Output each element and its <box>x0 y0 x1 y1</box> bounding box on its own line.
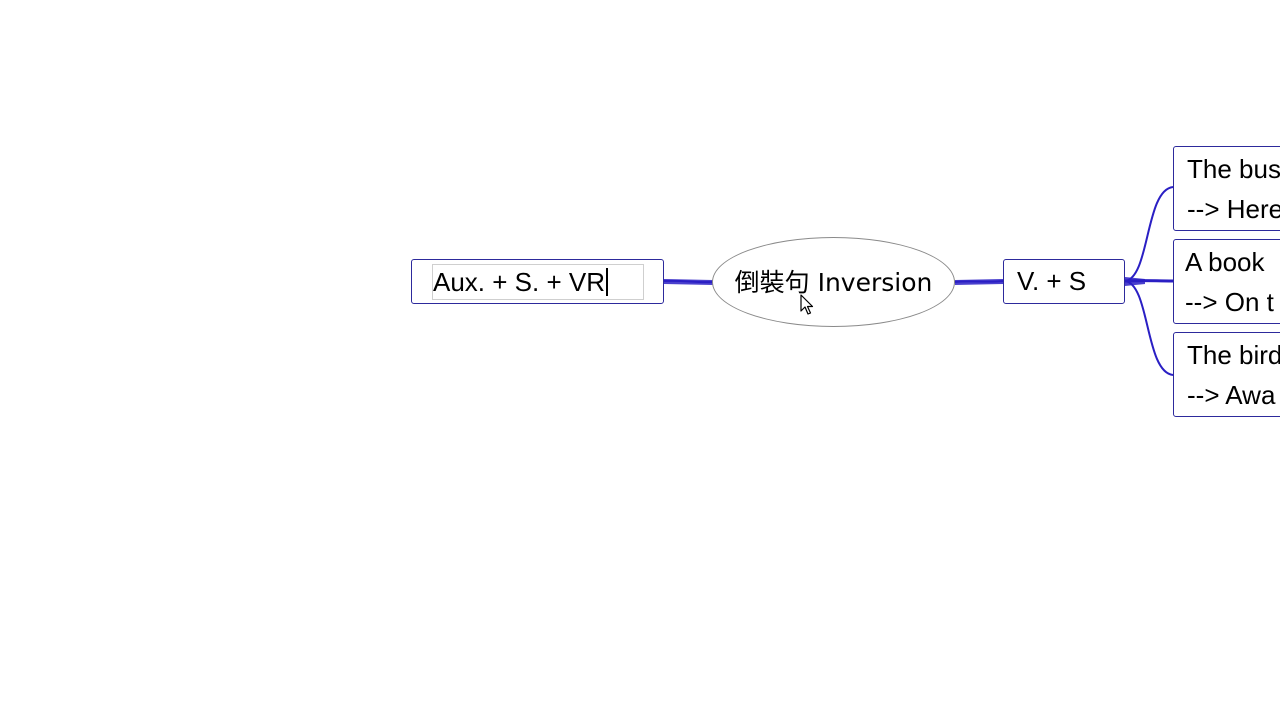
left-branch-node[interactable]: Aux. + S. + VR <box>411 259 664 304</box>
example-1-sentence: The bus <box>1187 154 1280 184</box>
right-branch-node[interactable]: V. + S <box>1003 259 1125 304</box>
connector-central-to-left-taper <box>664 279 713 285</box>
connector-to-example-1 <box>1124 186 1174 282</box>
right-branch-label: V. + S <box>1017 266 1087 296</box>
connector-central-to-right-taper <box>955 279 1003 285</box>
example-node-3[interactable]: The bird --> Awa <box>1173 332 1280 417</box>
connector-to-example-3 <box>1124 280 1174 376</box>
text-caret <box>605 268 608 296</box>
central-topic-label: 倒裝句 Inversion <box>734 268 933 297</box>
example-node-1[interactable]: The bus --> Here <box>1173 146 1280 231</box>
mouse-pointer-icon <box>800 294 814 315</box>
left-branch-label-wrap: Aux. + S. + VR <box>433 268 608 296</box>
connector-fan-taper <box>1125 277 1145 286</box>
example-2-inversion: --> On t <box>1185 287 1274 317</box>
node-text-editor[interactable] <box>432 264 644 300</box>
left-branch-label: Aux. + S. + VR <box>433 267 605 297</box>
example-3-sentence: The bird <box>1187 340 1280 370</box>
example-node-2[interactable]: A book --> On t <box>1173 239 1280 324</box>
example-3-inversion: --> Awa <box>1187 380 1276 410</box>
example-2-sentence: A book <box>1185 247 1265 277</box>
central-topic-node[interactable]: 倒裝句 Inversion <box>712 237 955 327</box>
example-1-inversion: --> Here <box>1187 194 1280 224</box>
